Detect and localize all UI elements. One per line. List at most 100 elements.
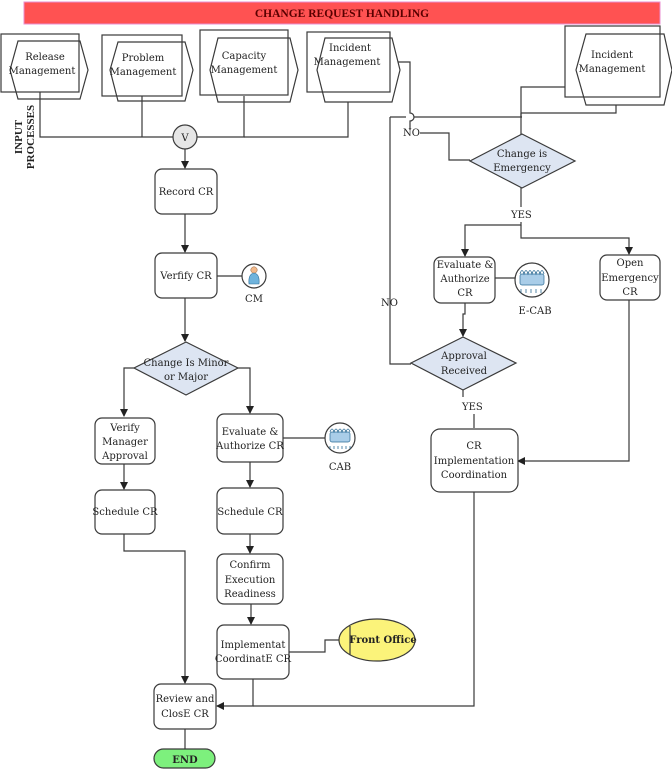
edge-label-yes: YES (461, 402, 483, 413)
input-label: Release (25, 52, 65, 63)
header-bar (23, 1, 661, 25)
step-verify-cr[interactable]: Verfify CR (154, 252, 218, 299)
decision-label: Approval (440, 351, 487, 362)
step-evaluate-authorize-cr-emergency[interactable]: Evaluate & Authorize CR (433, 256, 496, 304)
arrow-to-open-emergency (520, 225, 633, 255)
decision-minor-or-major[interactable]: Change Is Minor or Major (132, 341, 240, 396)
actor-label: CAB (329, 462, 351, 473)
step-label: Authorize CR (215, 441, 284, 452)
actor-front-office[interactable]: Front Office (338, 618, 417, 662)
end-shape (153, 748, 216, 769)
step-box (154, 168, 218, 215)
step-label: Readiness (224, 589, 276, 600)
arrow-implement-to-review (216, 679, 254, 710)
connector-incident-to-no (398, 61, 415, 130)
step-confirm-execution-readiness[interactable]: Confirm Execution Readiness (216, 553, 284, 605)
step-label: Execution (225, 575, 276, 586)
step-label: Evaluate & (222, 427, 279, 438)
step-verify-manager-approval[interactable]: Verify Manager Approval (94, 417, 156, 465)
step-review-and-close-cr[interactable]: Review and ClosE CR (153, 683, 217, 730)
connector-incident-left (244, 102, 349, 138)
input-capacity-management[interactable]: Capacity Management (199, 29, 299, 103)
decision-diamond (468, 133, 577, 189)
step-open-emergency-cr[interactable]: Open Emergency CR (599, 254, 661, 301)
input-hexagon (209, 37, 299, 103)
input-label: Incident (329, 43, 371, 54)
person-icon (248, 266, 260, 285)
actor-cm[interactable]: CM (241, 263, 267, 305)
connector-release (39, 92, 173, 138)
input-incident-management-right[interactable]: Incident Management (564, 25, 672, 106)
edge-label-no: NO (403, 128, 420, 139)
step-label: CR (622, 287, 638, 298)
step-box (154, 252, 218, 299)
step-label: Verfify CR (159, 271, 212, 282)
actor-label: Front Office (349, 635, 416, 646)
merge-gateway[interactable]: V (172, 124, 198, 150)
step-label: Authorize (439, 274, 489, 285)
side-label-line2: PROCESSES (25, 105, 37, 169)
step-evaluate-authorize-cr[interactable]: Evaluate & Authorize CR (215, 413, 284, 463)
step-label: Approval (101, 451, 148, 462)
input-label: Management (9, 66, 76, 77)
step-label: Schedule CR (217, 507, 283, 518)
decision-diamond (409, 336, 518, 391)
connector-incident-right-b (521, 105, 617, 114)
actor-e-cab[interactable]: E-CAB (514, 262, 552, 317)
actor-label: E-CAB (518, 306, 551, 317)
gateway-circle (172, 124, 198, 150)
input-frame (0, 33, 80, 93)
step-label: CoordinatE CR (215, 654, 292, 665)
step-box (599, 254, 661, 301)
step-label: Open (617, 258, 645, 269)
input-frame (306, 31, 391, 93)
step-box (433, 256, 496, 304)
input-hexagon (109, 41, 194, 102)
input-problem-management[interactable]: Problem Management (101, 34, 194, 102)
decision-label: Emergency (493, 163, 551, 174)
step-box (216, 553, 284, 605)
step-implementation-coordinate-cr[interactable]: Implementat CoordinatE CR (215, 624, 292, 680)
step-box (153, 683, 217, 730)
front-office-ellipse (338, 618, 416, 662)
input-hexagon (9, 40, 89, 100)
step-record-cr[interactable]: Record CR (154, 168, 218, 215)
step-schedule-cr-minor[interactable]: Schedule CR (92, 489, 158, 535)
step-label: Review and (156, 694, 215, 705)
end-terminator[interactable]: END (153, 748, 216, 769)
arrow-open-to-coord (517, 300, 630, 465)
step-schedule-cr-major[interactable]: Schedule CR (216, 487, 284, 535)
step-box (216, 413, 284, 463)
arrow-cr-coord-to-review (253, 492, 475, 707)
step-box (94, 417, 156, 465)
decision-label: or Major (164, 372, 208, 383)
actor-label: CM (245, 294, 263, 305)
header-banner: CHANGE REQUEST HANDLING (23, 1, 661, 25)
connector-incident-right-a (520, 86, 565, 117)
step-label: Record CR (159, 187, 214, 198)
decision-change-is-emergency[interactable]: Change is Emergency (468, 133, 577, 189)
step-box (216, 487, 284, 535)
step-box (216, 624, 290, 680)
step-box (94, 489, 156, 535)
input-incident-management-left[interactable]: Incident Management (306, 31, 401, 103)
step-label: Evaluate & (437, 260, 494, 271)
meeting-icon (519, 270, 545, 293)
connector-approval-no (389, 117, 411, 365)
step-label: Implementation (434, 456, 515, 467)
connector-no-to-emergency (420, 132, 470, 161)
input-label: Problem (122, 53, 165, 64)
input-label: Incident (591, 50, 633, 61)
decision-diamond (132, 341, 240, 396)
gateway-label: V (180, 133, 189, 144)
actor-cab[interactable]: CAB (324, 422, 356, 473)
side-label-line1: INPUT (13, 119, 25, 154)
input-processes-label: INPUT PROCESSES (13, 105, 37, 169)
input-label: Management (314, 57, 381, 68)
arrow-minor-to-review (123, 534, 189, 684)
step-cr-implementation-coordination[interactable]: CR Implementation Coordination (430, 428, 519, 493)
input-release-management[interactable]: Release Management (0, 33, 89, 100)
step-label: CR (466, 441, 482, 452)
decision-approval-received[interactable]: Approval Received (409, 336, 518, 391)
